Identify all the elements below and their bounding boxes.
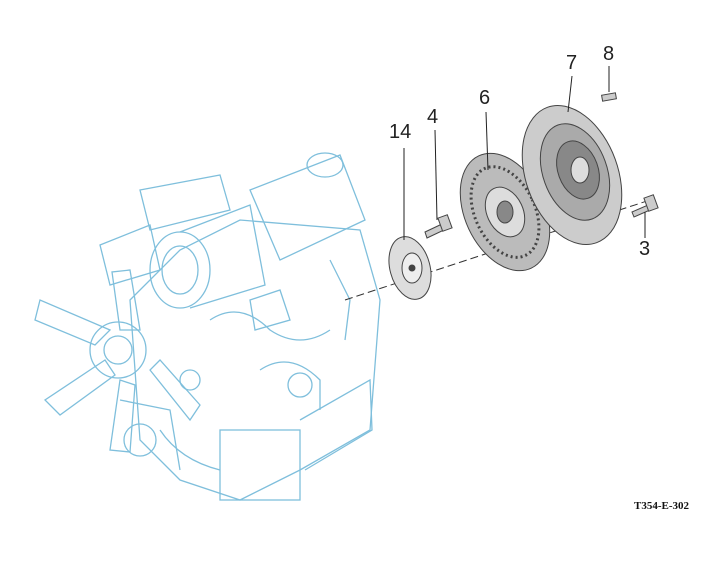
fan (34, 269, 201, 453)
part-label-7: 7 (566, 52, 578, 74)
dowel-pin-part (601, 92, 617, 102)
part-label-14: 14 (389, 121, 412, 143)
part-label-3: 3 (639, 238, 651, 260)
leader-lines (403, 66, 646, 240)
part-label-6: 6 (479, 87, 491, 109)
bolt-3-part (631, 194, 659, 218)
engine-illustration (34, 152, 381, 501)
part-label-8: 8 (603, 43, 615, 65)
part-label-4: 4 (427, 106, 439, 128)
bolt-4-part (424, 214, 453, 239)
pressure-plate-part (521, 105, 623, 245)
flywheel-cover-part (388, 236, 432, 300)
figure-code: T354-E-302 (634, 500, 689, 512)
